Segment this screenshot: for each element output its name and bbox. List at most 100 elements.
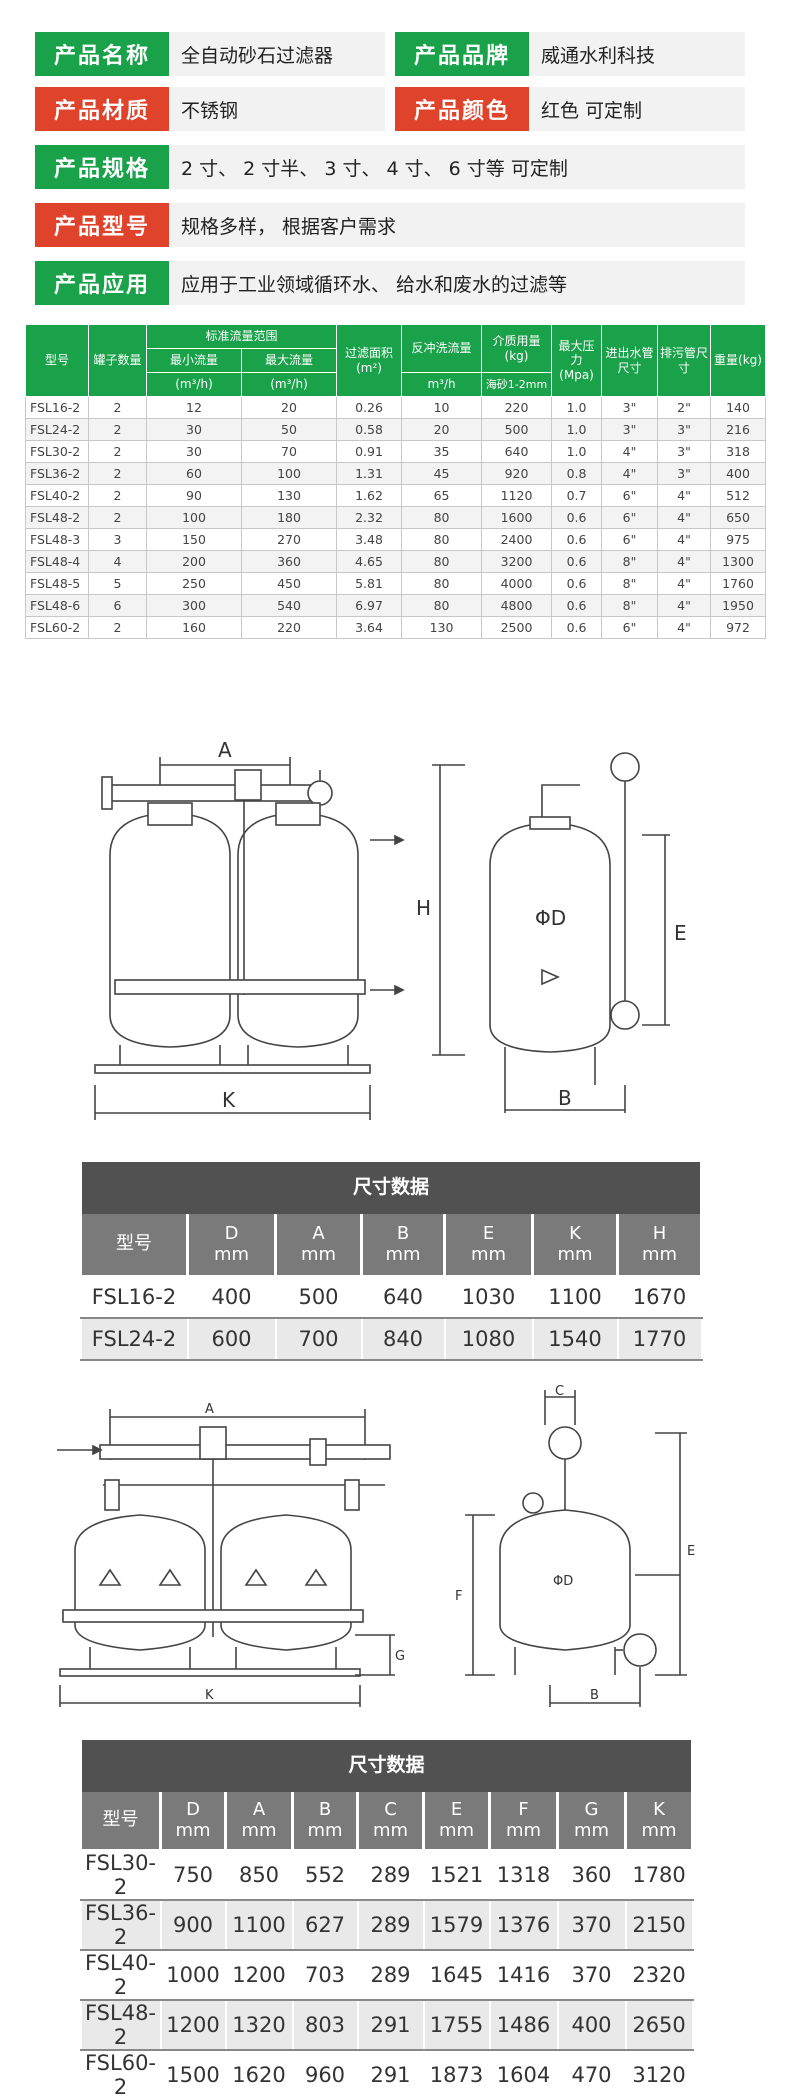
dim-label-c: C <box>555 1385 564 1399</box>
table-cell: 130 <box>401 616 483 639</box>
table-cell: 1521 <box>422 1849 491 1901</box>
header-col-unit: mm <box>641 1819 677 1841</box>
dim-label-a: A <box>205 1402 214 1417</box>
table-cell: 640 <box>360 1275 446 1319</box>
property-row-application: 产品应用 应用于工业领域循环水、 给水和废水的过滤等 <box>35 261 745 305</box>
table-cell: 2 <box>88 440 147 463</box>
table-cell: 840 <box>360 1317 446 1361</box>
table-cell: 6" <box>601 528 659 551</box>
table-cell: 20 <box>401 418 483 441</box>
table-cell: 552 <box>291 1849 359 1901</box>
table-cell: 12 <box>146 396 242 419</box>
table-cell: 1755 <box>422 1999 491 2051</box>
front-view-drawing-2 <box>57 1409 395 1707</box>
dim-label-d: ΦD <box>535 906 566 930</box>
table-cell: 1200 <box>159 1999 227 2051</box>
table-cell: 0.91 <box>336 440 403 463</box>
table-cell: 1.31 <box>336 462 403 485</box>
table-cell: 0.6 <box>551 506 603 529</box>
property-row-material: 产品材质 不锈钢 <box>35 87 385 131</box>
table-cell: 4" <box>657 484 712 507</box>
table-cell: 2650 <box>624 1999 694 2051</box>
table-cell: 1080 <box>443 1317 534 1361</box>
table-cell: 2 <box>88 396 147 419</box>
property-row-model: 产品型号 规格多样， 根据客户需求 <box>35 203 745 247</box>
table-cell: 200 <box>146 550 242 573</box>
table-cell: 1760 <box>710 572 767 595</box>
dim-label-d: ΦD <box>553 1574 573 1589</box>
table-cell: 972 <box>710 616 767 639</box>
table-cell: 45 <box>401 462 483 485</box>
header-col-unit: mm <box>307 1819 343 1841</box>
table-cell: 270 <box>240 528 338 551</box>
table-cell: 50 <box>240 418 338 441</box>
header-filter-area: 过滤面积(m²) <box>336 324 403 397</box>
table-cell: 70 <box>240 440 338 463</box>
dim-label-e: E <box>674 921 687 945</box>
table-cell: FSL48-2 <box>79 1999 162 2051</box>
header-col-unit: mm <box>241 1819 277 1841</box>
table-cell: 500 <box>274 1275 363 1319</box>
table-cell: FSL30-2 <box>25 440 89 463</box>
table-cell: 3" <box>657 440 712 463</box>
table-cell: 80 <box>401 594 483 617</box>
table-cell: 975 <box>710 528 767 551</box>
header-inlet: 进出水管尺寸 <box>601 324 659 397</box>
header-col-name: F <box>518 1798 529 1820</box>
property-label: 产品颜色 <box>395 87 529 131</box>
dim-label-h: H <box>416 896 431 920</box>
table-cell: 370 <box>556 1949 627 2001</box>
header-col-name: H <box>652 1222 667 1244</box>
front-view-drawing <box>94 757 405 1120</box>
table-cell: 1318 <box>488 1849 559 1901</box>
table-cell: 30 <box>146 440 242 463</box>
header-col-name: D <box>186 1798 200 1820</box>
table-cell: 1600 <box>481 506 553 529</box>
property-value: 不锈钢 <box>169 87 385 131</box>
table-cell: FSL24-2 <box>79 1317 189 1361</box>
table-cell: 2400 <box>481 528 553 551</box>
table-cell: 1645 <box>422 1949 491 2001</box>
table-cell: 540 <box>240 594 338 617</box>
header-backwash: 反冲洗流量 <box>401 324 483 373</box>
table-cell: 6" <box>601 484 659 507</box>
table-cell: 2.32 <box>336 506 403 529</box>
table-cell: 4" <box>657 506 712 529</box>
table-cell: 3.48 <box>336 528 403 551</box>
header-col-unit: mm <box>385 1243 421 1265</box>
table-cell: FSL16-2 <box>79 1275 189 1319</box>
table-cell: 4" <box>657 528 712 551</box>
table-cell: 627 <box>291 1899 359 1951</box>
table-cell: 1950 <box>710 594 767 617</box>
table-cell: FSL48-3 <box>25 528 89 551</box>
table-cell: 360 <box>240 550 338 573</box>
table-cell: 180 <box>240 506 338 529</box>
property-label: 产品名称 <box>35 32 169 76</box>
table-cell: 1100 <box>224 1899 294 1951</box>
table-cell: FSL60-2 <box>25 616 89 639</box>
table-cell: 1100 <box>531 1275 619 1319</box>
table-cell: 3200 <box>481 550 553 573</box>
header-pressure: 最大压力(Mpa) <box>551 324 603 397</box>
table-cell: 100 <box>146 506 242 529</box>
table-cell: 450 <box>240 572 338 595</box>
table-cell: 289 <box>356 1949 425 2001</box>
table-cell: 35 <box>401 440 483 463</box>
table-cell: 0.7 <box>551 484 603 507</box>
table-cell: FSL48-4 <box>25 550 89 573</box>
table-cell: 1540 <box>531 1317 619 1361</box>
property-value: 应用于工业领域循环水、 给水和废水的过滤等 <box>169 261 745 305</box>
